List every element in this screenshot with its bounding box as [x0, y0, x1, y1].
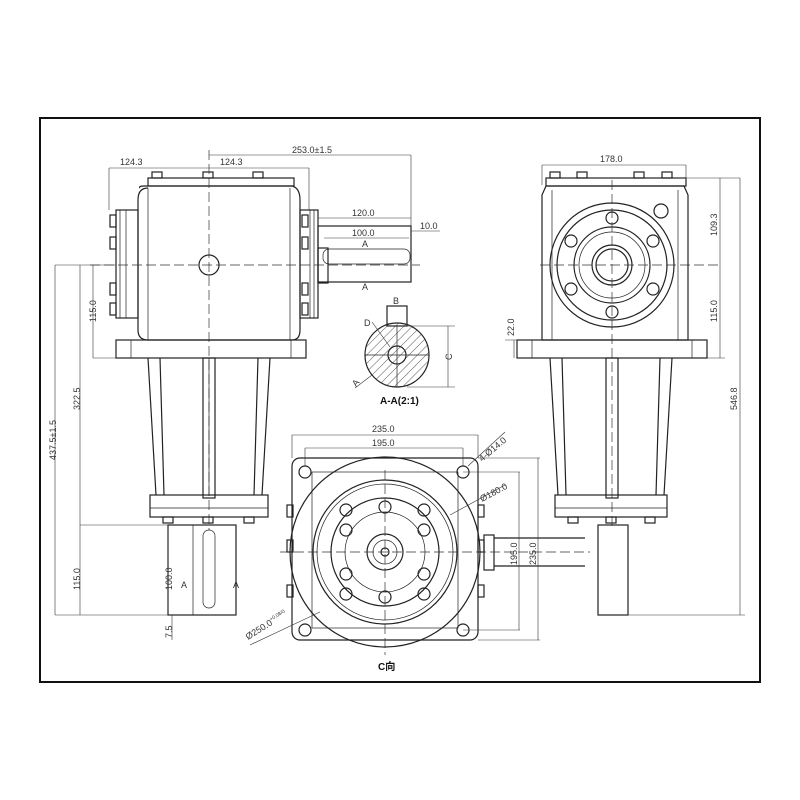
dim-lower-key-offset: 7.5: [164, 625, 174, 638]
dim-overall-to-shaft-end: 253.0±1.5: [292, 145, 332, 155]
drawing-frame: [39, 117, 761, 683]
section-title: A-A(2:1): [380, 396, 419, 407]
section-label-d: D: [364, 318, 371, 328]
bottom-view-c: 235.0 195.0 4-Ø14.0 Ø180.0 Ø250.0+0.08/0…: [244, 424, 590, 673]
dim-flange-thickness: 22.0: [506, 318, 516, 336]
section-mark: A: [181, 580, 187, 590]
dim-flange-to-bottom: 322.5: [72, 387, 82, 410]
dim-key-length: 100.0: [352, 228, 375, 238]
dim-bolt-circle: Ø180.0: [478, 481, 509, 504]
dim-right-half-width: 124.3: [220, 157, 243, 167]
dim-bolt-spacing-v: 195.0: [509, 542, 519, 565]
dim-lower-shaft-length: 115.0: [72, 568, 82, 590]
dim-axis-height: 115.0: [88, 300, 98, 322]
dim-pilot-diameter: Ø250.0+0.08/0: [244, 609, 289, 642]
side-view: 178.0 109.3 115.0 22.0 546.8: [505, 154, 745, 616]
dim-shaft-length: 120.0: [352, 208, 375, 218]
front-view: 124.3 124.3 253.0±1.5 120.0 100.0 10.0 1…: [48, 145, 440, 640]
dim-axis-to-flange: 115.0: [709, 300, 719, 322]
dim-bolt-holes: 4-Ø14.0: [477, 435, 508, 464]
section-mark: A: [362, 282, 368, 292]
dim-lower-key-length: 100.0: [164, 567, 174, 590]
dim-top-to-axis: 109.3: [709, 213, 719, 236]
section-label-b: B: [393, 296, 399, 306]
dim-outer-width: 235.0: [372, 424, 395, 434]
section-label-c: C: [444, 353, 454, 360]
section-mark: A: [233, 580, 239, 590]
section-mark: A: [362, 239, 368, 249]
view-c-title: C向: [378, 660, 395, 673]
dim-side-width: 178.0: [600, 154, 623, 164]
section-label-a: A: [350, 377, 362, 388]
dim-shaft-end-offset: 10.0: [420, 221, 438, 231]
dim-axis-to-shaft-end: 437.5±1.5: [48, 420, 58, 460]
dim-left-half-width: 124.3: [120, 157, 143, 167]
dim-bolt-spacing: 195.0: [372, 438, 395, 448]
dim-outer-height: 235.0: [528, 542, 538, 565]
section-a-a: B C D A A-A(2:1): [350, 296, 455, 407]
dim-overall-height: 546.8: [729, 387, 739, 410]
